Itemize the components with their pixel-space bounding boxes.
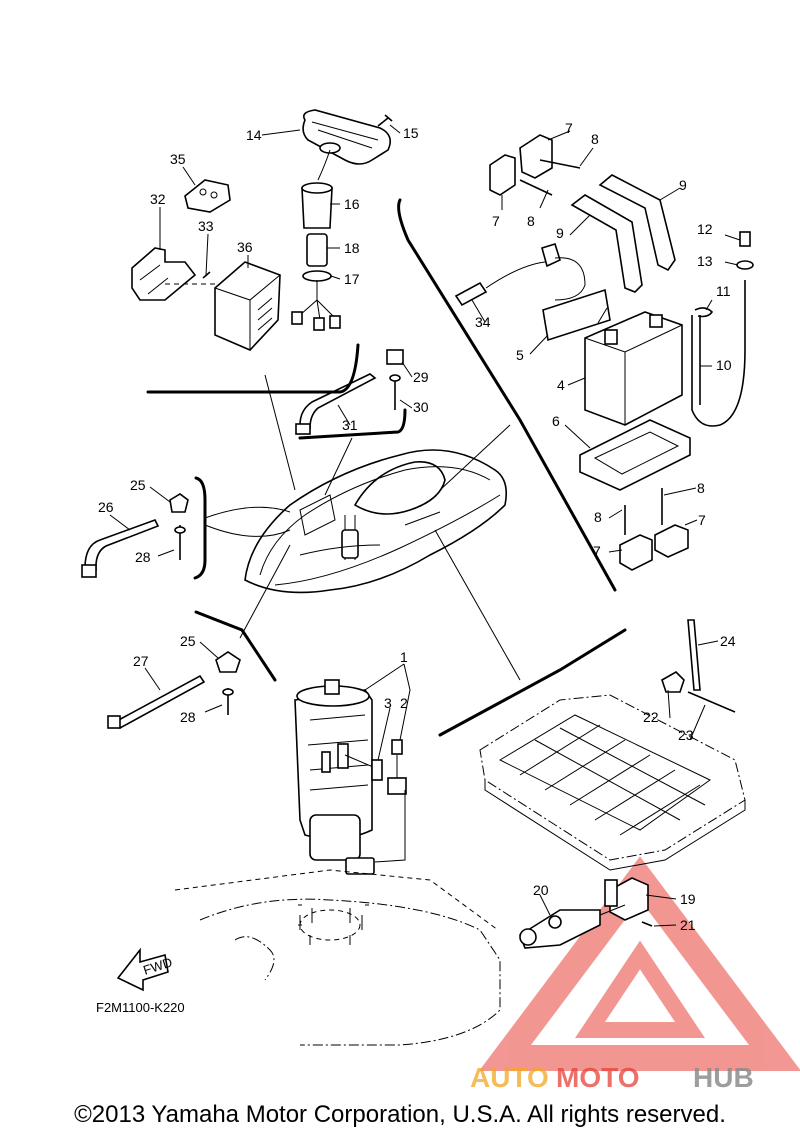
callout-18: 18 xyxy=(344,240,360,256)
callout-7d: 7 xyxy=(593,543,601,559)
callout-1: 1 xyxy=(400,649,408,665)
callout-3: 3 xyxy=(384,695,392,711)
callout-9b: 9 xyxy=(556,225,564,241)
leader-lines xyxy=(109,124,741,927)
callout-numbers: 1 2 3 4 5 6 7 7 7 7 8 8 8 8 9 9 10 11 12… xyxy=(98,120,736,933)
callout-8d: 8 xyxy=(594,509,602,525)
callout-26: 26 xyxy=(98,499,114,515)
callout-24: 24 xyxy=(720,633,736,649)
callout-19: 19 xyxy=(680,891,696,907)
callout-4: 4 xyxy=(557,377,565,393)
callout-36: 36 xyxy=(237,239,253,255)
callout-12: 12 xyxy=(697,221,713,237)
callout-30: 30 xyxy=(413,399,429,415)
callout-5: 5 xyxy=(516,347,524,363)
clip-group-25-28-lower xyxy=(107,651,241,730)
callout-10: 10 xyxy=(716,357,732,373)
callout-8a: 8 xyxy=(591,131,599,147)
callout-35: 35 xyxy=(170,151,186,167)
callout-21: 21 xyxy=(680,917,696,933)
callout-8b: 8 xyxy=(527,213,535,229)
sensor-group-19-21 xyxy=(519,877,653,949)
callout-25b: 25 xyxy=(180,633,196,649)
callout-32: 32 xyxy=(150,191,166,207)
callout-8c: 8 xyxy=(697,480,705,496)
callout-13: 13 xyxy=(697,253,713,269)
ecu-group xyxy=(131,109,393,351)
watermark-moto: MOTO xyxy=(556,1062,639,1093)
callout-16: 16 xyxy=(344,196,360,212)
callout-2: 2 xyxy=(400,695,408,711)
callout-7b: 7 xyxy=(492,213,500,229)
fuel-pump-group xyxy=(174,679,501,1046)
callout-9a: 9 xyxy=(679,177,687,193)
callout-27: 27 xyxy=(133,653,149,669)
clip-group-25-28-upper xyxy=(81,493,189,578)
callout-22: 22 xyxy=(643,709,659,725)
callout-28a: 28 xyxy=(135,549,151,565)
callout-28b: 28 xyxy=(180,709,196,725)
callout-11: 11 xyxy=(716,283,731,299)
callout-14: 14 xyxy=(246,127,262,143)
callout-31: 31 xyxy=(342,417,358,433)
watermark-auto: AUTO xyxy=(470,1062,549,1093)
clip-group-29-31 xyxy=(295,349,404,435)
watermark-text: AUTO MOTO HUB xyxy=(470,1062,754,1093)
watermark-hub: HUB xyxy=(693,1062,754,1093)
callout-7a: 7 xyxy=(565,120,573,136)
callout-29: 29 xyxy=(413,369,429,385)
battery-group xyxy=(454,134,754,571)
callout-7c: 7 xyxy=(698,512,706,528)
callout-6: 6 xyxy=(552,413,560,429)
callout-17: 17 xyxy=(344,271,360,287)
callout-15: 15 xyxy=(403,125,419,141)
callout-20: 20 xyxy=(533,882,549,898)
copyright-text: ©2013 Yamaha Motor Corporation, U.S.A. A… xyxy=(74,1101,726,1128)
callout-33: 33 xyxy=(198,218,214,234)
callout-34: 34 xyxy=(475,314,491,330)
watercraft-hull xyxy=(244,449,508,594)
callout-23: 23 xyxy=(678,727,694,743)
watermark-logo xyxy=(479,856,800,1071)
diagram-code: F2M1100-K220 xyxy=(96,1000,185,1015)
callout-25a: 25 xyxy=(130,477,146,493)
fwd-arrow-icon: FWD xyxy=(116,947,174,992)
section-brackets xyxy=(146,198,627,737)
frame-group xyxy=(479,619,746,871)
